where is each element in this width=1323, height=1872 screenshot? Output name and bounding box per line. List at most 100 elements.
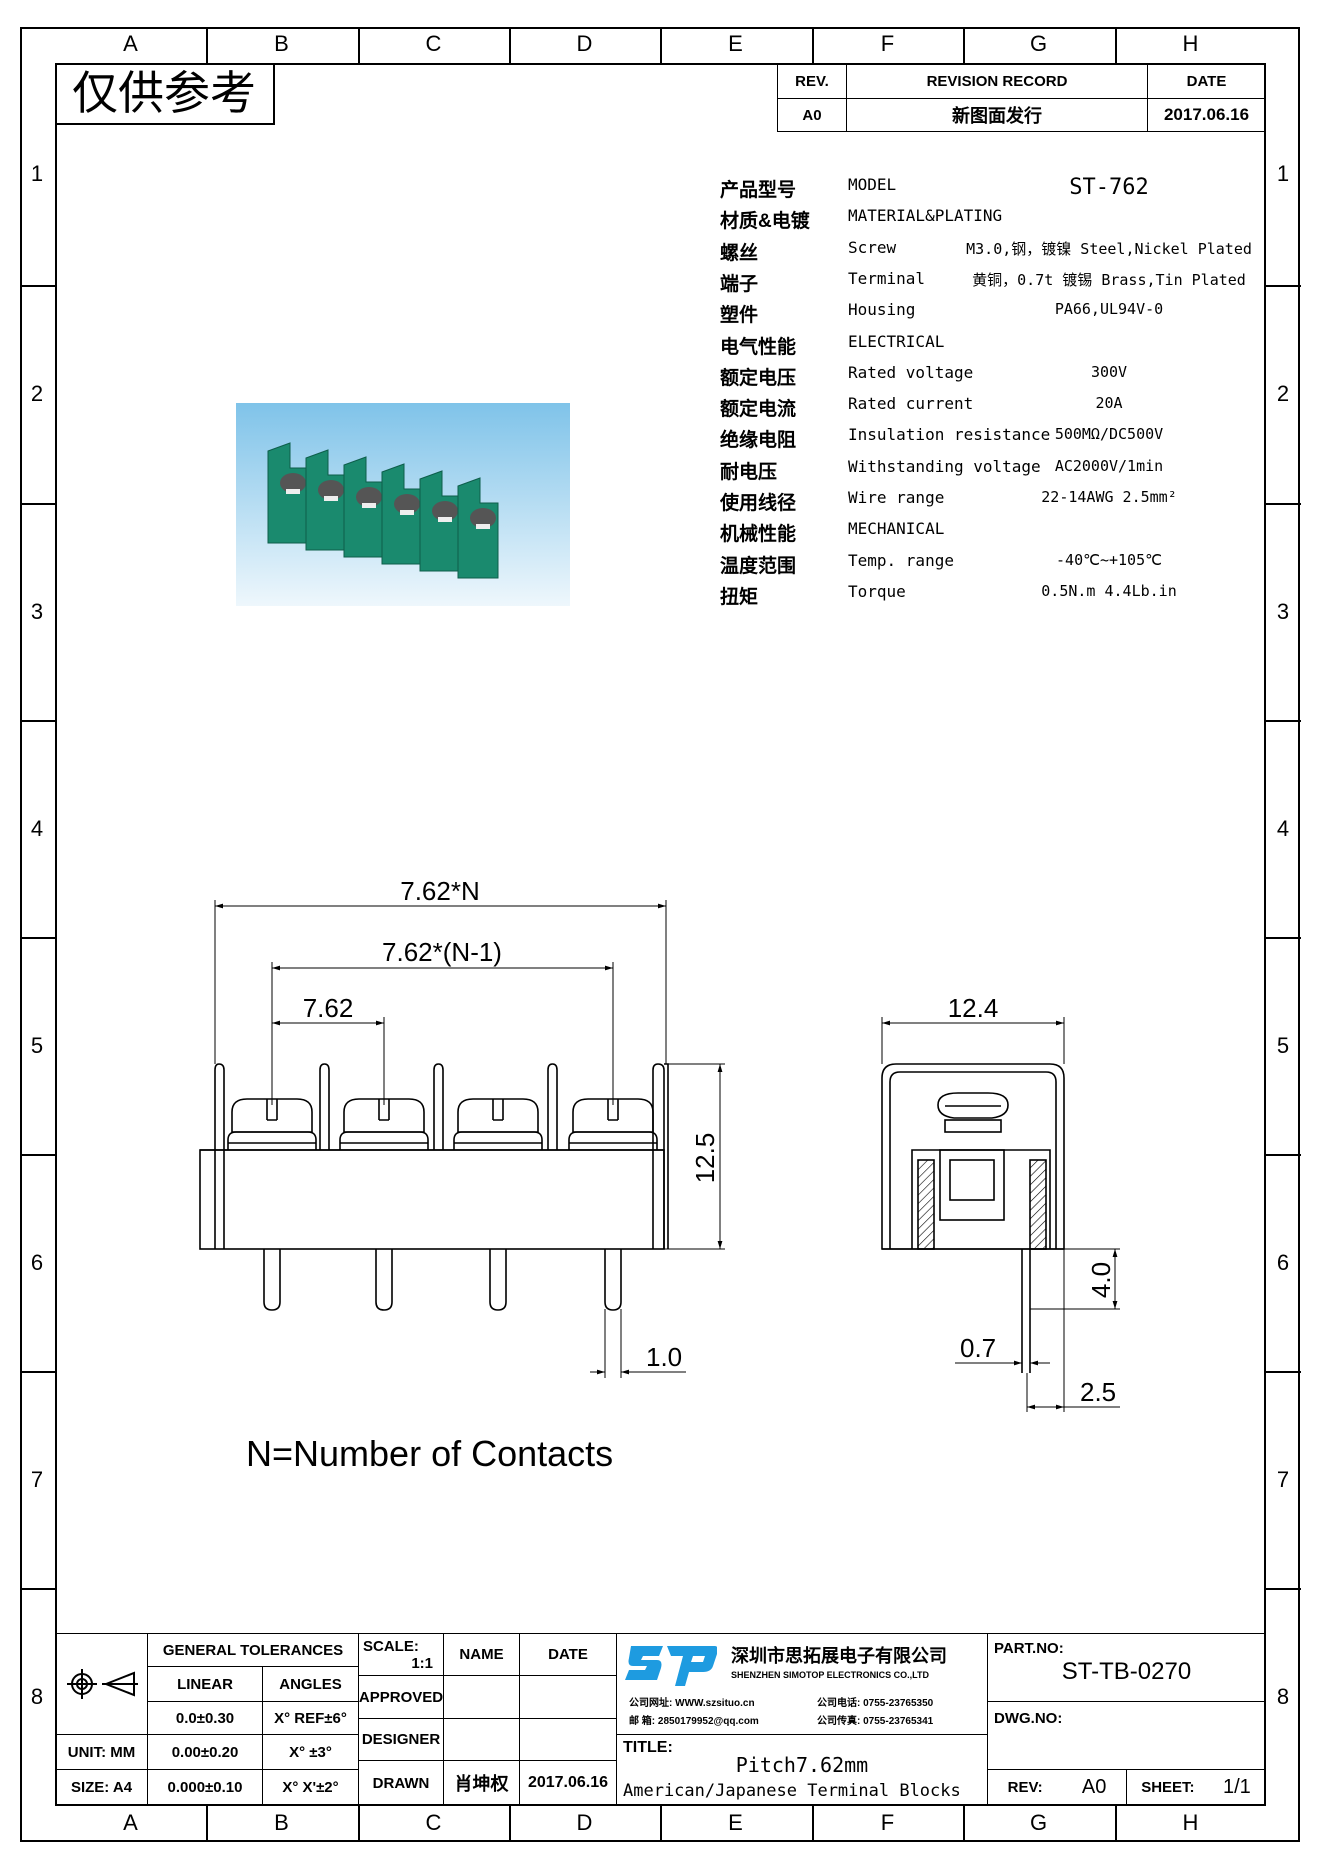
spec-label-en: Withstanding voltage bbox=[848, 456, 1041, 476]
name-header: NAME bbox=[443, 1633, 520, 1676]
tol-linear-3: 0.000±0.10 bbox=[147, 1769, 263, 1806]
photo-screw bbox=[394, 494, 420, 514]
tol-angle-1: X° REF±6° bbox=[262, 1701, 359, 1735]
zone-row-7: 7 bbox=[30, 1466, 44, 1492]
email-label: 邮 箱: bbox=[629, 1716, 656, 1727]
zone-column-F: F bbox=[880, 31, 895, 56]
zone-row-7: 7 bbox=[1276, 1466, 1290, 1492]
zone-divider bbox=[963, 27, 965, 63]
zone-column-A: A bbox=[123, 1810, 138, 1835]
spec-value: 22-14AWG 2.5mm² bbox=[1041, 488, 1177, 506]
zone-row-2: 2 bbox=[1276, 381, 1290, 406]
company-phone: 公司电话: 0755-23765350 bbox=[817, 1694, 933, 1709]
zone-row-1: 1 bbox=[30, 161, 44, 186]
zone-divider bbox=[206, 1806, 208, 1842]
side-dimension-labels: 12.4 4.0 0.7 2.5 bbox=[948, 993, 1116, 1407]
company-logo bbox=[623, 1640, 718, 1688]
spec-label-en: MECHANICAL bbox=[848, 519, 945, 539]
zone-divider bbox=[1115, 27, 1117, 63]
zone-divider bbox=[20, 1371, 55, 1373]
front-screw-slot bbox=[266, 1099, 278, 1121]
spec-label-en: Wire range bbox=[848, 488, 945, 507]
sheet-cell: SHEET: 1/1 bbox=[1126, 1769, 1266, 1806]
unit-label: UNIT: MM bbox=[55, 1734, 148, 1770]
spec-label-en: Housing bbox=[848, 300, 916, 320]
front-screw-head bbox=[457, 1098, 539, 1133]
company-email: 邮 箱: 2850179952@qq.com bbox=[629, 1712, 759, 1727]
phone-label: 公司电话: bbox=[817, 1698, 861, 1709]
scale-cell: SCALE: 1:1 bbox=[358, 1633, 444, 1676]
zone-column-D: D bbox=[576, 31, 593, 56]
date-header-tb: DATE bbox=[519, 1633, 617, 1676]
front-right-wall bbox=[652, 1063, 665, 1249]
dim-pin-width: 1.0 bbox=[646, 1342, 682, 1372]
spec-value: 500MΩ/DC500V bbox=[1054, 425, 1164, 444]
spec-label-en: Insulation resistance bbox=[848, 425, 1051, 445]
spec-label-en: MATERIAL&PLATING bbox=[848, 206, 1003, 226]
tol-linear-1: 0.0±0.30 bbox=[147, 1701, 263, 1735]
spec-label-en: Temp. range bbox=[848, 550, 954, 570]
spec-label-en: Screw bbox=[848, 237, 897, 257]
approved-name bbox=[443, 1675, 520, 1719]
zone-row-1: 1 bbox=[1276, 161, 1290, 186]
zone-column-A: A bbox=[123, 31, 138, 56]
photo-screw bbox=[432, 501, 458, 521]
terminal-block-photo-illustration bbox=[267, 442, 499, 579]
zone-row-2: 2 bbox=[30, 381, 44, 406]
reference-only-stamp: 仅供参考 bbox=[55, 63, 275, 125]
dwg-no-label: DWG.NO: bbox=[994, 1710, 1063, 1727]
zone-divider bbox=[20, 720, 55, 722]
zone-divider bbox=[1266, 1154, 1301, 1156]
rev-label: REV: bbox=[1007, 1779, 1043, 1796]
zone-column-G: G bbox=[1029, 31, 1048, 56]
spec-value: PA66,UL94V-0 bbox=[1054, 300, 1164, 319]
zone-divider bbox=[660, 27, 662, 63]
front-screw-slot bbox=[607, 1099, 619, 1121]
spec-label-cn: 螺丝 bbox=[720, 242, 759, 264]
front-pin bbox=[604, 1249, 622, 1311]
dwg-no-cell: DWG.NO: bbox=[987, 1701, 1266, 1770]
front-pin bbox=[489, 1249, 507, 1311]
first-angle-projection-icon bbox=[66, 1669, 138, 1699]
zone-divider bbox=[509, 1806, 511, 1842]
zone-divider bbox=[1266, 720, 1301, 722]
spec-label-cn: 耐电压 bbox=[720, 461, 778, 483]
dim-side-width: 12.4 bbox=[948, 993, 999, 1023]
front-screw-slot bbox=[492, 1099, 504, 1121]
revision-date-value: 2017.06.16 bbox=[1147, 98, 1266, 132]
zone-divider bbox=[812, 1806, 814, 1842]
part-no-label: PART.NO: bbox=[994, 1640, 1064, 1657]
spec-value: 300V bbox=[1090, 362, 1128, 381]
zone-row-4: 4 bbox=[30, 815, 44, 841]
dim-pin-length: 4.0 bbox=[1086, 1262, 1116, 1298]
dim-span: 7.62*(N-1) bbox=[382, 937, 502, 967]
front-left-wall bbox=[214, 1063, 225, 1249]
company-fax: 公司传真: 0755-23765341 bbox=[817, 1712, 933, 1727]
zone-column-G: G bbox=[1029, 1810, 1048, 1835]
spec-value: ST-762 bbox=[1069, 175, 1149, 200]
front-washer bbox=[227, 1131, 317, 1150]
web-label: 公司网址: bbox=[629, 1698, 673, 1709]
zone-row-8: 8 bbox=[30, 1684, 44, 1709]
approved-label: APPROVED bbox=[358, 1675, 444, 1719]
front-washer bbox=[568, 1131, 658, 1150]
scale-value: 1:1 bbox=[411, 1654, 433, 1672]
spec-value: M3.0,钢，镀镍 Steel,Nickel Plated bbox=[966, 239, 1252, 258]
front-view bbox=[199, 1063, 669, 1311]
zone-divider bbox=[1266, 285, 1301, 287]
spec-row: 螺丝 Screw M3.0,钢，镀镍 Steel,Nickel Plated bbox=[720, 238, 1260, 268]
product-photo bbox=[236, 403, 570, 606]
photo-clamp bbox=[324, 496, 338, 501]
front-washer bbox=[339, 1131, 429, 1150]
photo-clamp bbox=[362, 503, 376, 508]
spec-label-cn: 使用线径 bbox=[720, 493, 797, 514]
zone-divider bbox=[660, 1806, 662, 1842]
designer-date bbox=[519, 1718, 617, 1761]
spec-label-cn: 额定电流 bbox=[720, 399, 797, 421]
